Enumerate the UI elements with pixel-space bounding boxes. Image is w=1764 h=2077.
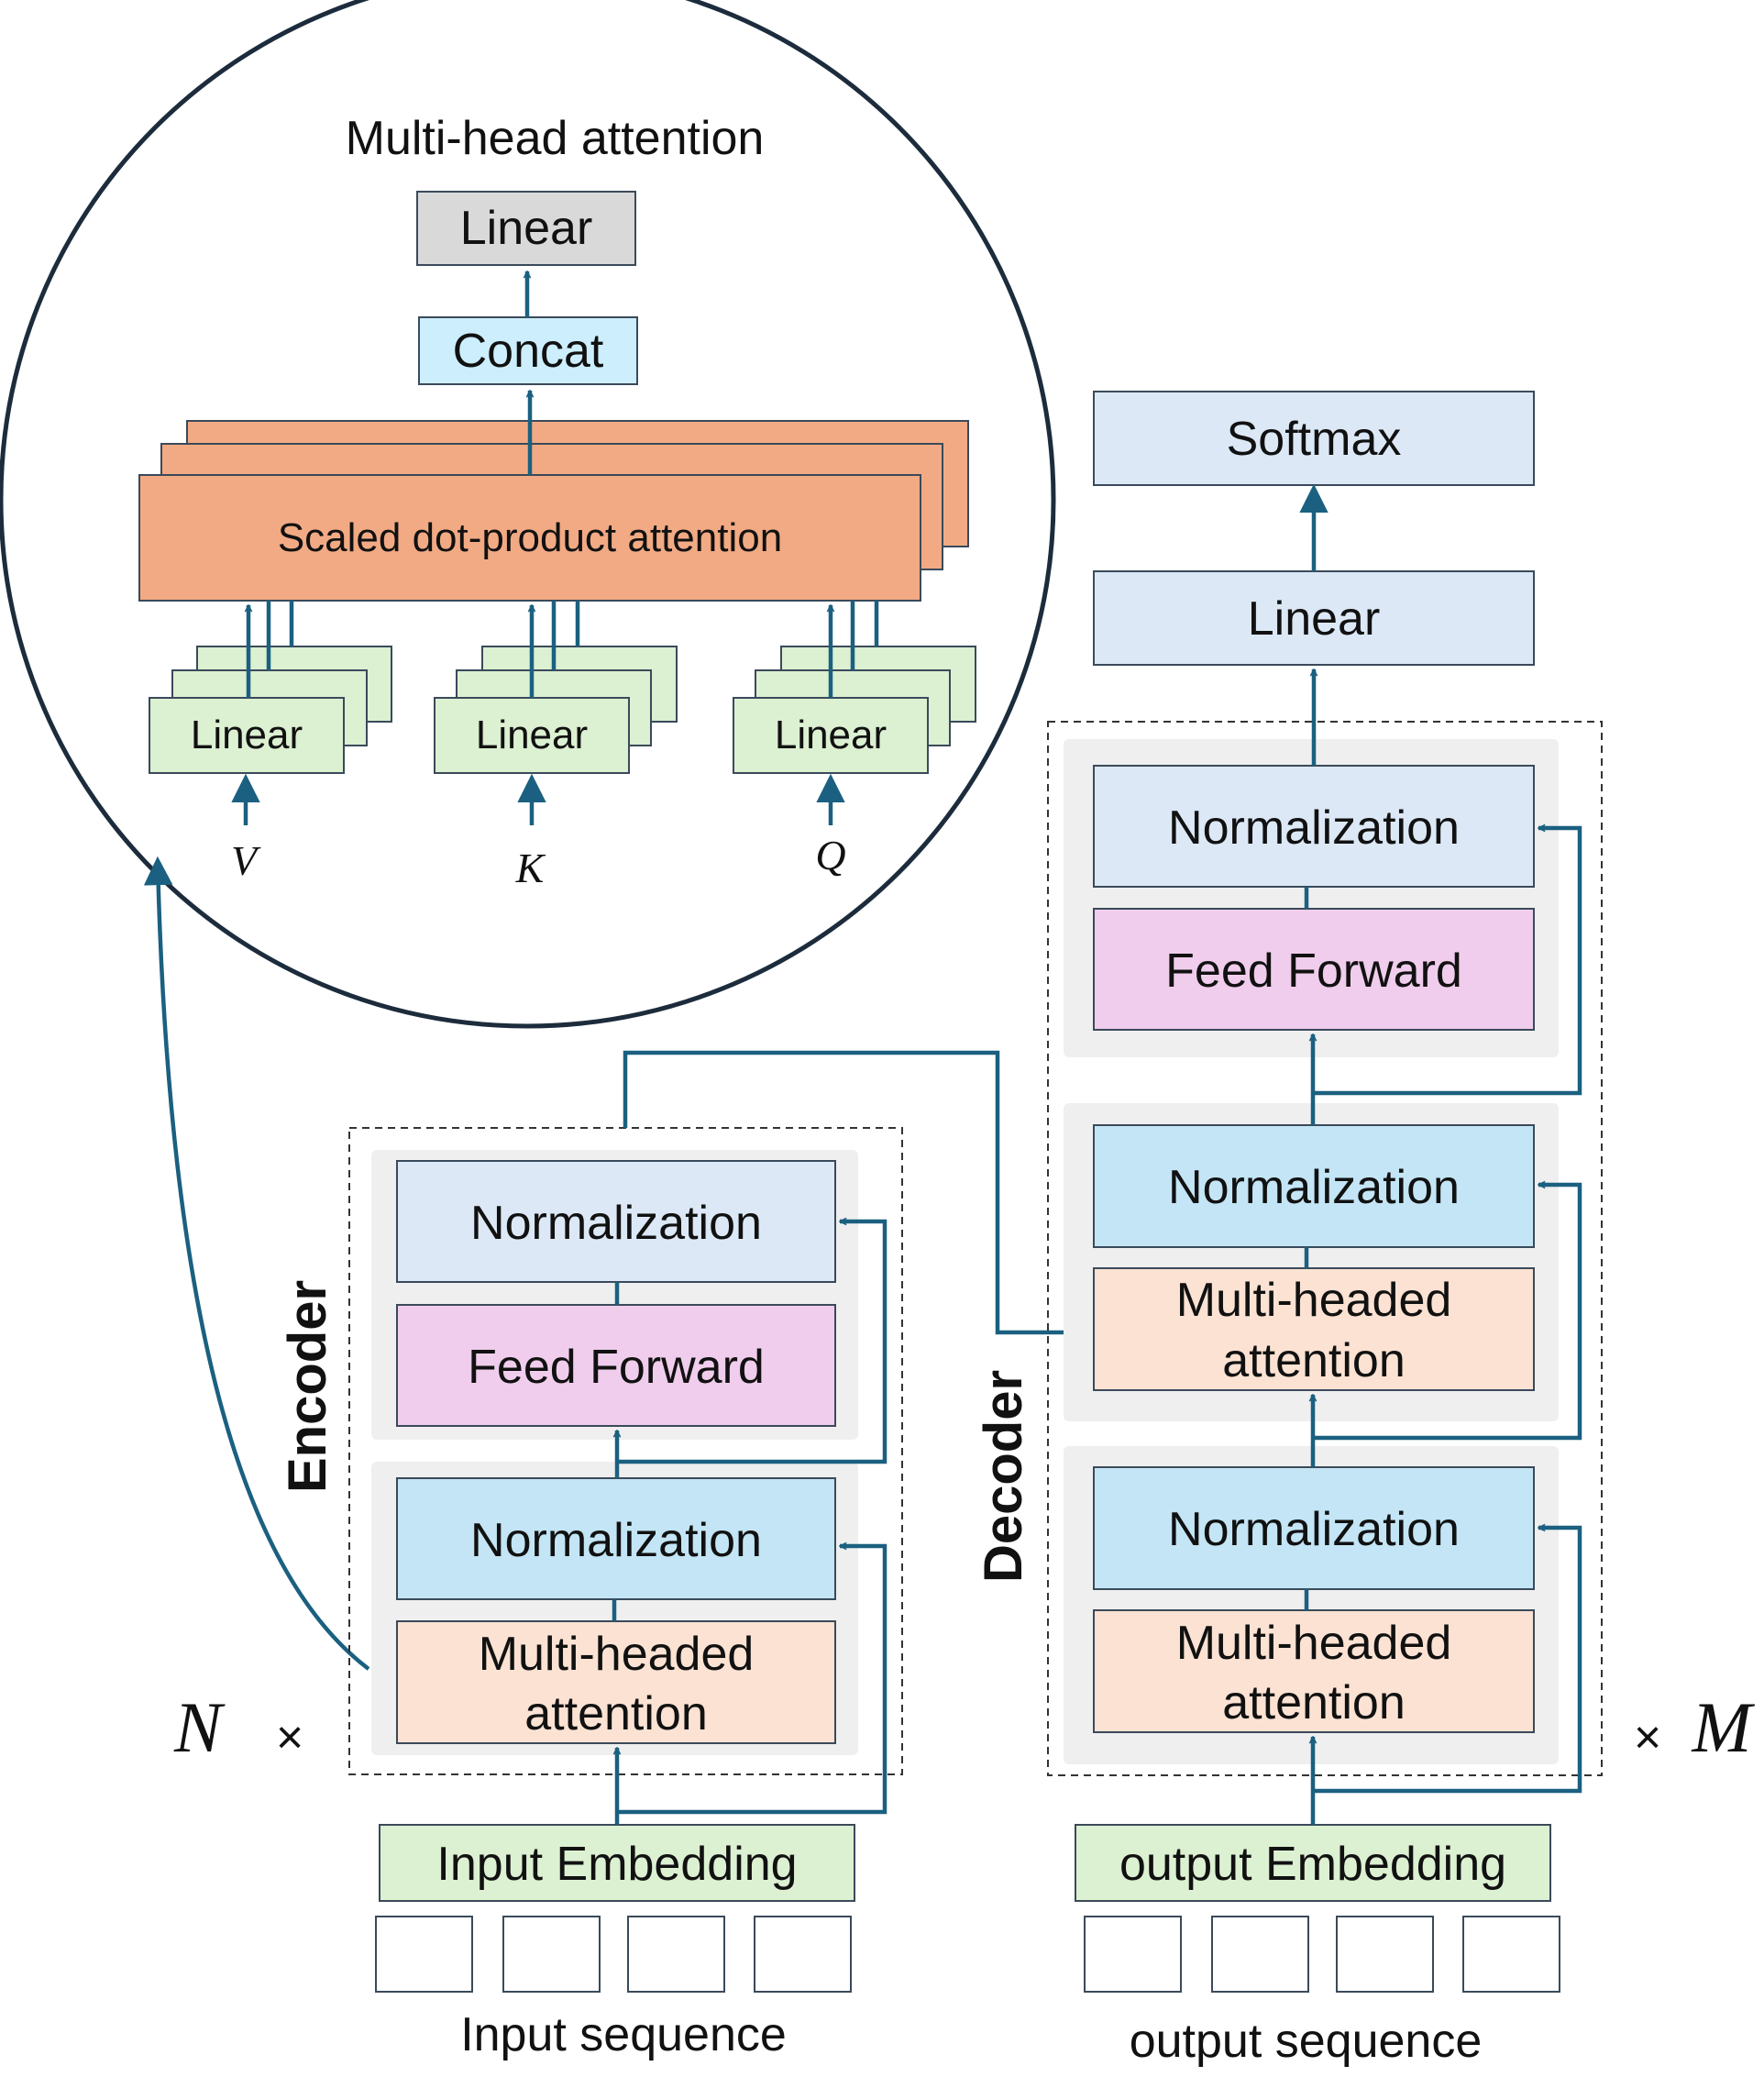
output-sequence-label: output sequence [1130, 2015, 1483, 2068]
multi-head-attention-detail: Multi-head attention Linear Concat Scale… [0, 0, 1056, 1029]
linear-v-label: Linear [191, 713, 303, 757]
decoder-times: × [1634, 1711, 1661, 1764]
concat-label: Concat [453, 325, 604, 378]
output-embedding-label: output Embedding [1119, 1838, 1506, 1891]
decoder-linear-box [1093, 570, 1535, 666]
encoder-normalization-bottom-box [396, 1477, 836, 1600]
encoder-label: Encoder [278, 1280, 337, 1493]
concat-box [418, 316, 638, 385]
decoder-normalization-bottom-label: Normalization [1168, 1503, 1460, 1556]
q-symbol: Q [815, 832, 845, 878]
output-token-1 [1084, 1916, 1182, 1993]
zoom-arrows [231, 271, 879, 825]
linear-q-box [733, 697, 929, 774]
encoder-times: × [276, 1711, 303, 1764]
linear-q-label: Linear [775, 713, 887, 757]
decoder-feed-forward-label: Feed Forward [1165, 945, 1462, 998]
zoom-linear-top-label: Linear [460, 202, 593, 255]
decoder-mha-bottom-label-line2: attention [1222, 1676, 1406, 1729]
encoder-feed-forward-box [396, 1304, 836, 1427]
encoder-mha-label-line1: Multi-headed [479, 1628, 755, 1681]
encoder-normalization-top-label: Normalization [470, 1197, 762, 1250]
input-token-2 [502, 1916, 601, 1993]
output-token-2 [1211, 1916, 1309, 1993]
encoder-mha-label-line2: attention [524, 1687, 708, 1740]
encoder-feed-forward-label: Feed Forward [468, 1341, 765, 1394]
input-embedding-box [379, 1824, 855, 1902]
encoder-normalization-top-box [396, 1160, 836, 1283]
decoder-repeat-m: M [1692, 1687, 1756, 1767]
sdpa-box-front [138, 474, 921, 602]
decoder-mha-mid-label-line2: attention [1222, 1334, 1406, 1387]
decoder-label: Decoder [974, 1370, 1033, 1583]
decoder-normalization-mid-box [1093, 1124, 1535, 1248]
output-embedding-box [1075, 1824, 1551, 1902]
sdpa-label: Scaled dot-product attention [278, 515, 782, 560]
softmax-box [1093, 391, 1535, 486]
decoder-mha-bottom-box [1093, 1609, 1535, 1733]
output-token-4 [1462, 1916, 1560, 1993]
output-token-3 [1336, 1916, 1434, 1993]
encoder-connectors [612, 1050, 1093, 1825]
zoom-callout-curve [143, 856, 370, 1671]
zoom-title: Multi-head attention [346, 112, 765, 165]
decoder-mha-bottom-label-line1: Multi-headed [1176, 1617, 1452, 1670]
decoder-mha-mid-box [1093, 1267, 1535, 1391]
k-symbol: K [515, 845, 546, 891]
v-symbol: V [231, 837, 261, 884]
decoder: Decoder Softmax Linear Normalization Fee… [974, 391, 1756, 2068]
decoder-normalization-top-box [1093, 765, 1535, 888]
decoder-mha-mid-label-line1: Multi-headed [1176, 1274, 1452, 1327]
encoder-normalization-bottom-label: Normalization [470, 1514, 762, 1567]
input-token-1 [375, 1916, 473, 1993]
input-token-4 [754, 1916, 852, 1993]
linear-k-label: Linear [476, 713, 588, 757]
decoder-dashed-border [1047, 721, 1603, 1776]
softmax-label: Softmax [1227, 413, 1402, 466]
decoder-normalization-mid-label: Normalization [1168, 1161, 1460, 1214]
decoder-normalization-top-label: Normalization [1168, 801, 1460, 855]
input-token-3 [627, 1916, 725, 1993]
linear-v-box [149, 697, 345, 774]
input-embedding-label: Input Embedding [436, 1838, 797, 1891]
decoder-feed-forward-box [1093, 908, 1535, 1031]
encoder: Encoder Normalization Feed Forward Norma… [173, 1050, 1093, 2061]
decoder-connectors [1299, 483, 1582, 1825]
encoder-repeat-n: N [173, 1687, 226, 1767]
decoder-normalization-bottom-box [1093, 1466, 1535, 1590]
decoder-linear-label: Linear [1248, 592, 1381, 646]
zoom-linear-top-box [416, 191, 636, 266]
input-sequence-label: Input sequence [460, 2008, 787, 2061]
